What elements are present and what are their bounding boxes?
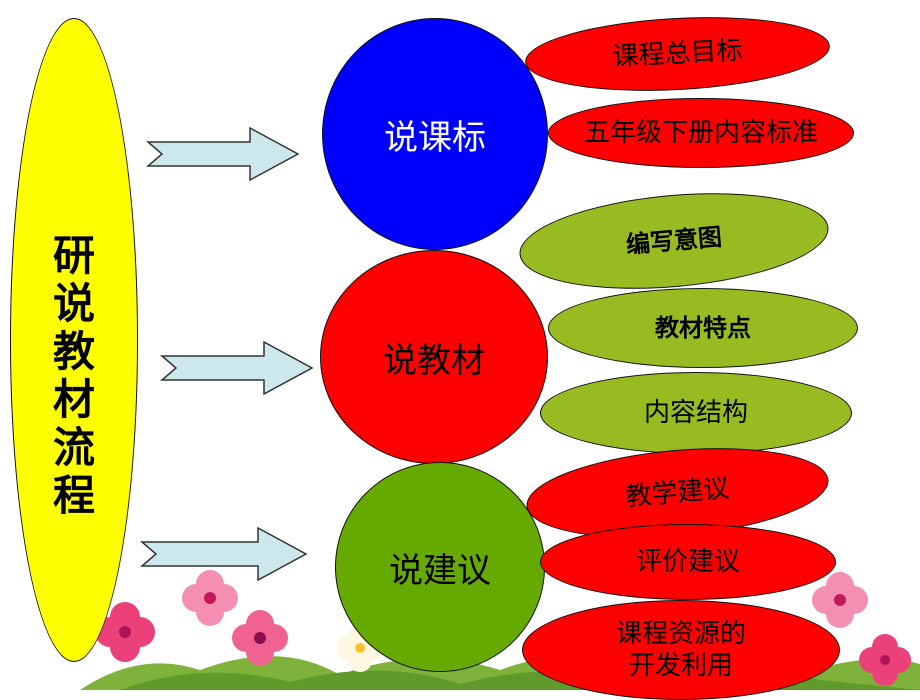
leaf-textbook-features: 教材特点 — [548, 288, 858, 368]
flower-pink-3 — [232, 610, 288, 666]
flower-pink-5 — [859, 634, 911, 686]
leaf-content-structure: 内容结构 — [540, 372, 852, 454]
node-suggestions: 说建议 — [335, 462, 545, 672]
leaf-grade-standard: 五年级下册内容标准 — [548, 98, 854, 168]
flower-pink-1 — [182, 570, 238, 626]
node-textbook: 说教材 — [320, 250, 548, 464]
leaf-resource-development: 课程资源的开发利用 — [522, 600, 840, 700]
arrow-right-icon — [160, 340, 314, 396]
node-curriculum-standard: 说课标 — [322, 18, 548, 250]
leaf-writing-intent: 编写意图 — [515, 181, 833, 301]
leaf-course-goal: 课程总目标 — [523, 10, 832, 98]
leaf-resource-development-label: 课程资源的开发利用 — [615, 619, 746, 681]
arrow-right-icon — [140, 526, 308, 582]
arrow-right-icon — [146, 126, 300, 182]
flower-pink-2 — [95, 602, 155, 662]
process-title: 研说教材流程 — [52, 231, 95, 520]
flower-pink-4 — [812, 572, 868, 628]
leaf-evaluation-suggestion: 评价建议 — [540, 524, 836, 600]
process-title-ellipse — [10, 18, 138, 662]
